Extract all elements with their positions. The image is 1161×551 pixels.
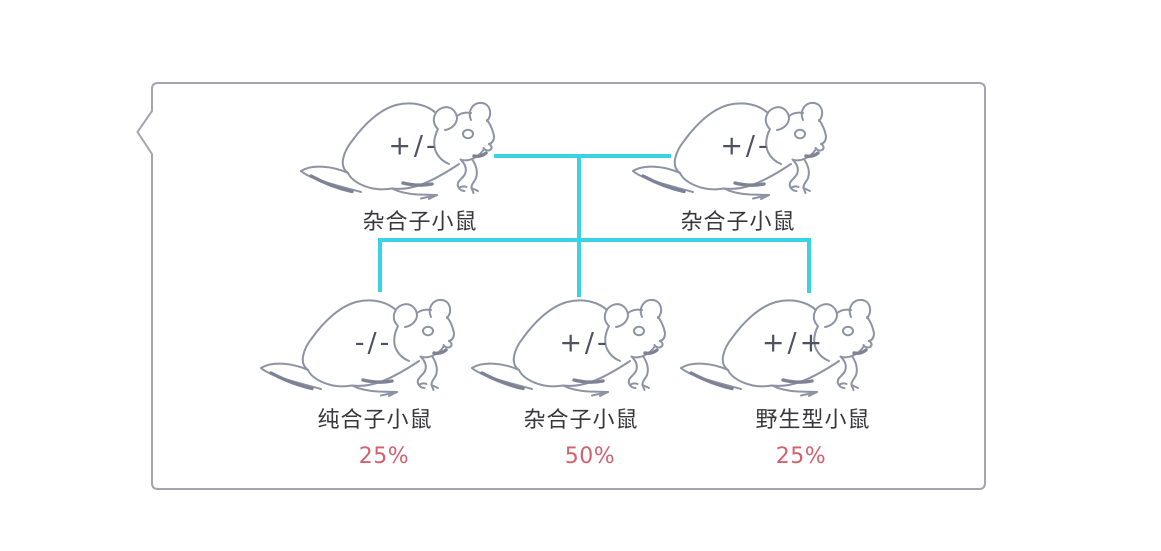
- offspring-3-percentage: 25%: [775, 444, 827, 469]
- offspring-mouse-1: -/-: [251, 290, 466, 408]
- parent-mouse-1: +/-: [291, 93, 506, 211]
- offspring-1-name-label: 纯合子小鼠: [317, 408, 433, 433]
- genotype-label: +/-: [720, 130, 771, 162]
- offspring-1-percentage: 25%: [358, 444, 410, 469]
- sibling-bracket-line: [378, 238, 811, 293]
- offspring-2-percentage: 50%: [564, 444, 616, 469]
- offspring-3-name-label: 野生型小鼠: [755, 408, 871, 433]
- offspring-mouse-3: +/+: [671, 290, 886, 408]
- genotype-label: +/+: [761, 327, 826, 359]
- genotype-label: +/-: [388, 130, 439, 162]
- genotype-label: +/-: [559, 327, 610, 359]
- offspring-2-name-label: 杂合子小鼠: [523, 408, 639, 433]
- genotype-label: -/-: [354, 327, 393, 359]
- parent-1-name-label: 杂合子小鼠: [362, 210, 478, 235]
- parent-2-name-label: 杂合子小鼠: [680, 210, 796, 235]
- parent-mouse-2: +/-: [623, 93, 838, 211]
- offspring-mouse-2: +/-: [462, 290, 677, 408]
